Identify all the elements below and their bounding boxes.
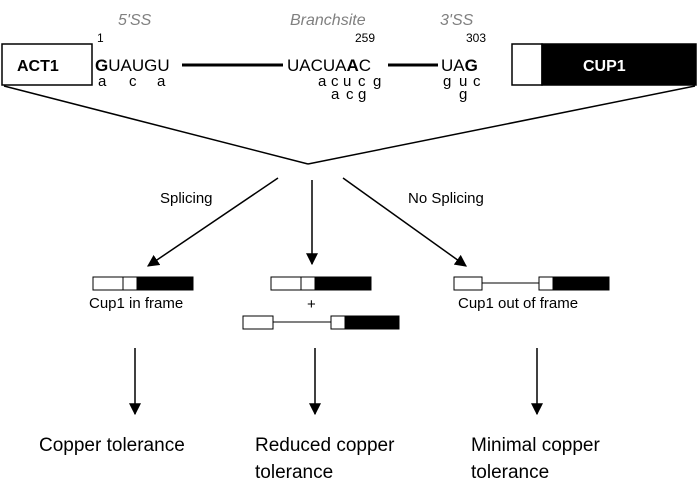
unspliced-product-construct-middle	[242, 315, 400, 330]
splicing-label: Splicing	[160, 190, 213, 207]
outcome-reduced-line1: Reduced copper	[255, 435, 395, 456]
five-ss-alt-1: a	[98, 73, 107, 90]
spliced-product-construct-middle	[270, 276, 372, 291]
three-ss-alt-1: g	[443, 73, 451, 90]
outcome-minimal-line1: Minimal copper	[471, 435, 600, 456]
funnel-left-line	[3, 85, 309, 165]
outcome-reduced-line2: tolerance	[255, 462, 333, 483]
outcome-minimal-line2: tolerance	[471, 462, 549, 483]
five-ss-sequence: GUAUGU	[95, 56, 170, 75]
branchsite-label: Branchsite	[290, 12, 366, 29]
branchsite-sequence: UACUAAC	[287, 56, 371, 75]
branch-alt-1: a	[318, 73, 327, 90]
branch-alt-4: c	[358, 73, 366, 90]
branch-alt-2: c	[331, 73, 339, 90]
five-ss-alt-3: a	[157, 73, 166, 90]
branch-alt-8: g	[358, 86, 366, 103]
splicing-arrow	[147, 177, 279, 267]
funnel-right-line	[307, 85, 696, 165]
no-splicing-label: No Splicing	[408, 190, 484, 207]
cup1-label: CUP1	[583, 58, 626, 75]
cup1-out-of-frame-label: Cup1 out of frame	[458, 295, 578, 312]
branch-alt-6: a	[331, 86, 340, 103]
three-ss-sequence: UAG	[441, 56, 478, 75]
no-splicing-arrow	[342, 177, 467, 267]
five-ss-alt-2: c	[129, 73, 137, 90]
position-5ss: 1	[97, 31, 104, 45]
unspliced-product-construct	[453, 276, 610, 291]
branch-alt-7: c	[346, 86, 354, 103]
position-3ss: 303	[466, 31, 486, 45]
branch-alt-5: g	[373, 73, 381, 90]
act1-label: ACT1	[17, 58, 59, 75]
three-ss-alt-2: u	[459, 73, 467, 90]
three-ss-alt-4: g	[459, 86, 467, 103]
cup1-exon-box	[541, 43, 697, 86]
cup1-white-segment	[511, 43, 543, 86]
plus-sign: +	[307, 296, 316, 313]
three-ss-alt-3: c	[473, 73, 481, 90]
branch-alt-3: u	[343, 73, 351, 90]
act1-exon-box	[1, 43, 93, 86]
three-ss-label: 3'SS	[440, 12, 474, 29]
outcome-copper-tolerance: Copper tolerance	[39, 435, 185, 456]
cup1-in-frame-label: Cup1 in frame	[89, 295, 183, 312]
five-ss-label: 5'SS	[118, 12, 152, 29]
position-branch: 259	[355, 31, 375, 45]
spliced-product-construct	[92, 276, 194, 291]
